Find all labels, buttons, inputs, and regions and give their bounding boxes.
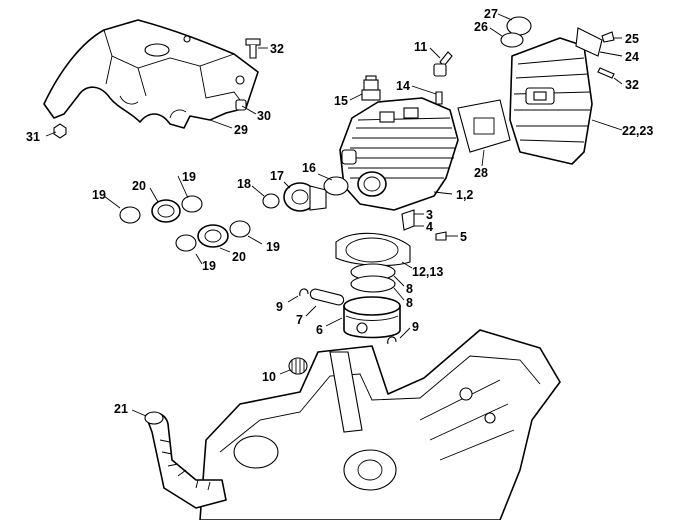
callout-5: 5 (460, 230, 467, 244)
callout-21: 21 (114, 402, 128, 416)
sleeve-part-30 (235, 99, 247, 111)
piston-ring-part-8-lower (350, 275, 396, 293)
gasket-part-28 (457, 99, 511, 153)
callout-19-upper-right: 19 (182, 170, 196, 184)
callout-27: 27 (484, 7, 498, 21)
callout-18: 18 (237, 177, 251, 191)
callout-32-shroud: 32 (270, 42, 284, 56)
ring-part-18 (262, 193, 280, 209)
callout-10: 10 (262, 370, 276, 384)
plate-part-24 (575, 27, 603, 57)
crankcase (199, 329, 561, 520)
spark-plug-part-15 (361, 75, 381, 101)
callout-1-2: 1,2 (456, 188, 473, 202)
callout-14: 14 (396, 79, 410, 93)
hose-clamp-part-19-lower-right (229, 220, 251, 238)
ring-part-26 (500, 32, 524, 48)
piston-part-6 (343, 296, 401, 339)
shroud-part-29 (43, 19, 259, 129)
callout-12-13: 12,13 (412, 265, 443, 279)
callout-19-lower-right: 19 (266, 240, 280, 254)
callout-19-lower-left: 19 (202, 259, 216, 273)
callout-31: 31 (26, 130, 40, 144)
intake-connector-lower-part-20 (197, 224, 229, 248)
intake-connector-upper-part-20 (151, 199, 181, 223)
callout-16: 16 (302, 161, 316, 175)
muffler-part-22-23 (509, 37, 593, 165)
circlip-part-9-lower (387, 336, 397, 345)
callout-26: 26 (474, 20, 488, 34)
callout-labels: 32 30 29 31 11 14 15 27 26 25 24 32 22,2… (26, 7, 653, 416)
hose-clamp-part-19-upper-right (181, 195, 203, 213)
callout-9-lower: 9 (412, 320, 419, 334)
needle-bearing-part-10 (288, 357, 308, 375)
hose-part-21 (144, 411, 227, 509)
callout-22-23: 22,23 (622, 124, 653, 138)
leader-lines (45, 13, 623, 417)
callout-30: 30 (257, 109, 271, 123)
cover-part-3-4 (401, 209, 415, 231)
callout-20-lower: 20 (232, 250, 246, 264)
callout-15: 15 (334, 94, 348, 108)
screw-part-32-muffler (597, 67, 615, 79)
callout-8-upper: 8 (406, 282, 413, 296)
clamp-part-16 (323, 176, 349, 196)
base-gasket-part-12-13 (335, 232, 411, 266)
hose-clamp-part-19-upper-left (119, 206, 141, 224)
callout-3: 3 (426, 208, 433, 222)
manifold-part-17 (283, 182, 327, 212)
callout-4: 4 (426, 220, 433, 234)
circlip-part-9-upper (299, 288, 309, 297)
screw-part-32 (245, 38, 261, 59)
hose-clamp-part-19-lower-left (175, 234, 197, 252)
callout-32-muffler: 32 (625, 78, 639, 92)
piston-pin-part-7 (309, 288, 345, 306)
cylinder-part-1-2 (339, 97, 459, 211)
callout-17: 17 (270, 169, 284, 183)
callout-25: 25 (625, 32, 639, 46)
screw-part-5 (435, 231, 447, 241)
callout-20-upper: 20 (132, 179, 146, 193)
callout-24: 24 (625, 50, 639, 64)
callout-9-upper: 9 (276, 300, 283, 314)
screw-part-25 (601, 31, 615, 43)
callout-28: 28 (474, 166, 488, 180)
callout-11: 11 (414, 40, 427, 54)
callout-8-lower: 8 (406, 296, 413, 310)
stud-part-14 (435, 91, 443, 105)
callout-19-upper-left: 19 (92, 188, 106, 202)
callout-6: 6 (316, 323, 323, 337)
nut-part-31 (53, 123, 67, 139)
callout-7: 7 (296, 313, 303, 327)
valve-part-11 (433, 51, 453, 77)
callout-29: 29 (234, 123, 248, 137)
